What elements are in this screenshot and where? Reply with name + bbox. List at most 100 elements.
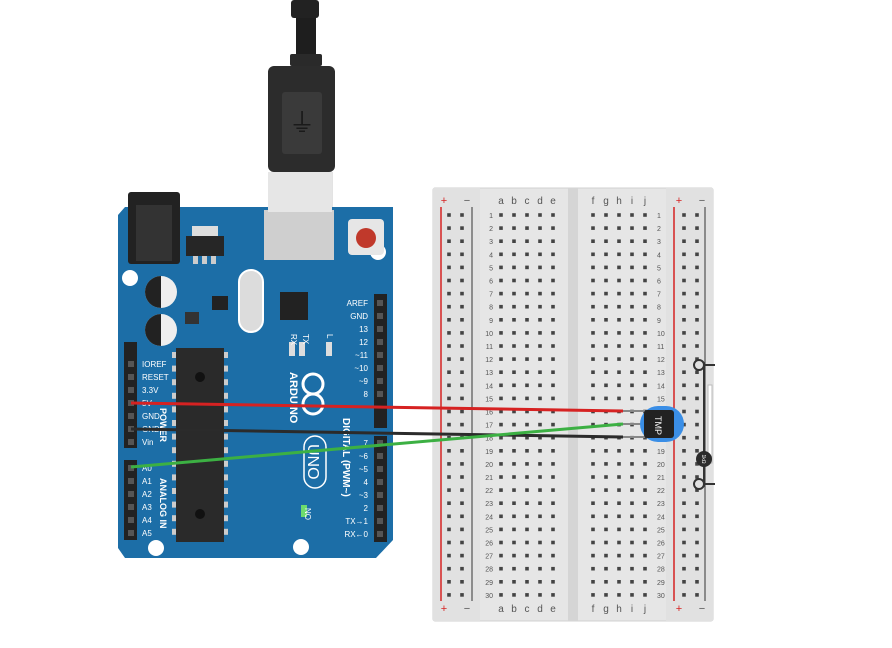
rail-hole[interactable]: [460, 580, 464, 584]
breadboard-hole[interactable]: [499, 344, 503, 348]
rail-hole[interactable]: [682, 409, 686, 414]
breadboard-hole[interactable]: [512, 593, 516, 597]
header-pin[interactable]: [377, 453, 383, 459]
breadboard-hole[interactable]: [512, 396, 516, 401]
rail-hole[interactable]: [447, 239, 451, 243]
breadboard-hole[interactable]: [604, 344, 608, 348]
breadboard-hole[interactable]: [604, 475, 608, 479]
breadboard-hole[interactable]: [525, 593, 529, 597]
breadboard-hole[interactable]: [525, 252, 529, 257]
breadboard-hole[interactable]: [538, 383, 542, 388]
header-pin[interactable]: [128, 374, 134, 380]
rail-hole[interactable]: [695, 580, 699, 584]
rail-hole[interactable]: [695, 213, 699, 217]
rail-hole[interactable]: [695, 566, 699, 571]
breadboard-hole[interactable]: [551, 435, 555, 440]
breadboard-hole[interactable]: [604, 318, 608, 322]
rail-hole[interactable]: [447, 488, 451, 492]
rail-hole[interactable]: [682, 553, 686, 558]
breadboard-hole[interactable]: [525, 226, 529, 230]
breadboard-hole[interactable]: [538, 291, 542, 296]
breadboard-hole[interactable]: [591, 344, 595, 348]
rail-hole[interactable]: [682, 501, 686, 505]
breadboard-hole[interactable]: [512, 291, 516, 296]
breadboard-hole[interactable]: [499, 265, 503, 270]
breadboard-hole[interactable]: [604, 580, 608, 584]
breadboard-hole[interactable]: [512, 213, 516, 217]
arduino-uno-board[interactable]: RX TX L ON ARDUINO UNO DIGITAL (PWM~) PO…: [118, 172, 393, 558]
breadboard-hole[interactable]: [630, 213, 634, 217]
header-pin[interactable]: [377, 326, 383, 332]
breadboard-hole[interactable]: [643, 226, 647, 230]
breadboard-hole[interactable]: [630, 252, 634, 257]
breadboard-hole[interactable]: [643, 239, 647, 243]
rail-hole[interactable]: [447, 593, 451, 597]
breadboard-hole[interactable]: [630, 383, 634, 388]
breadboard-hole[interactable]: [643, 383, 647, 388]
rail-hole[interactable]: [447, 501, 451, 505]
rail-hole[interactable]: [460, 318, 464, 322]
header-pin[interactable]: [377, 531, 383, 537]
rail-hole[interactable]: [682, 396, 686, 401]
breadboard-hole[interactable]: [538, 593, 542, 597]
rail-hole[interactable]: [460, 566, 464, 571]
breadboard-hole[interactable]: [499, 488, 503, 492]
breadboard-hole[interactable]: [525, 370, 529, 374]
breadboard-hole[interactable]: [499, 514, 503, 519]
wire-gnd-black[interactable]: [130, 427, 624, 439]
breadboard-hole[interactable]: [499, 396, 503, 401]
rail-hole[interactable]: [695, 501, 699, 505]
breadboard-hole[interactable]: [525, 383, 529, 388]
rail-hole[interactable]: [682, 331, 686, 335]
breadboard-hole[interactable]: [512, 580, 516, 584]
breadboard-hole[interactable]: [499, 357, 503, 361]
breadboard-hole[interactable]: [643, 331, 647, 335]
breadboard-hole[interactable]: [591, 239, 595, 243]
breadboard-hole[interactable]: [512, 331, 516, 335]
breadboard-hole[interactable]: [512, 435, 516, 440]
breadboard-hole[interactable]: [630, 370, 634, 374]
rail-hole[interactable]: [682, 213, 686, 217]
analog-header[interactable]: [124, 460, 137, 540]
breadboard-hole[interactable]: [525, 278, 529, 283]
breadboard-hole[interactable]: [525, 475, 529, 479]
breadboard-hole[interactable]: [591, 278, 595, 283]
rail-hole[interactable]: [695, 331, 699, 335]
breadboard-hole[interactable]: [643, 265, 647, 270]
breadboard-hole[interactable]: [604, 252, 608, 257]
breadboard-hole[interactable]: [617, 449, 621, 453]
breadboard-hole[interactable]: [604, 291, 608, 296]
rail-hole[interactable]: [695, 357, 699, 361]
breadboard-hole[interactable]: [604, 331, 608, 335]
breadboard-hole[interactable]: [643, 252, 647, 257]
rail-hole[interactable]: [695, 422, 699, 427]
breadboard-hole[interactable]: [643, 488, 647, 492]
breadboard-hole[interactable]: [591, 566, 595, 571]
breadboard-hole[interactable]: [499, 462, 503, 466]
breadboard-hole[interactable]: [525, 318, 529, 322]
breadboard-hole[interactable]: [617, 239, 621, 243]
breadboard-hole[interactable]: [643, 318, 647, 322]
rail-hole[interactable]: [682, 370, 686, 374]
rail-hole[interactable]: [695, 239, 699, 243]
rail-hole[interactable]: [695, 527, 699, 532]
breadboard-hole[interactable]: [551, 213, 555, 217]
breadboard-hole[interactable]: [525, 265, 529, 270]
breadboard-hole[interactable]: [617, 318, 621, 322]
breadboard-hole[interactable]: [499, 278, 503, 283]
rail-hole[interactable]: [447, 213, 451, 217]
breadboard-hole[interactable]: [551, 449, 555, 453]
breadboard-hole[interactable]: [538, 475, 542, 479]
breadboard-hole[interactable]: [538, 344, 542, 348]
rail-hole[interactable]: [447, 435, 451, 440]
breadboard-hole[interactable]: [538, 252, 542, 257]
breadboard-hole[interactable]: [538, 514, 542, 519]
rail-hole[interactable]: [460, 514, 464, 519]
rail-hole[interactable]: [460, 553, 464, 558]
rail-hole[interactable]: [695, 318, 699, 322]
rail-hole[interactable]: [682, 357, 686, 361]
breadboard-hole[interactable]: [604, 501, 608, 505]
breadboard-hole[interactable]: [617, 540, 621, 545]
breadboard-hole[interactable]: [551, 344, 555, 348]
breadboard-hole[interactable]: [591, 318, 595, 322]
